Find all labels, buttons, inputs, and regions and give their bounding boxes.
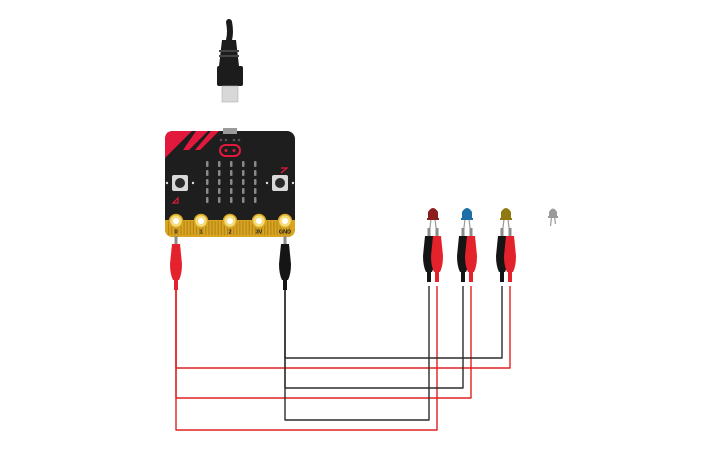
- matrix-led: [230, 179, 233, 185]
- pin-label: 0: [174, 230, 177, 236]
- matrix-led: [206, 197, 209, 203]
- alligator-clip-icon[interactable]: [504, 228, 516, 282]
- matrix-led: [254, 197, 257, 203]
- pin-label: 3V: [256, 230, 263, 236]
- matrix-led: [218, 179, 221, 185]
- matrix-led: [254, 161, 257, 167]
- wire-black-to-red-led[interactable]: [284, 286, 430, 421]
- led-matrix: [206, 161, 257, 203]
- matrix-led: [242, 188, 245, 194]
- matrix-led: [218, 197, 221, 203]
- matrix-led: [206, 188, 209, 194]
- matrix-led: [254, 188, 257, 194]
- matrix-led: [242, 179, 245, 185]
- wire-red-to-blue-led[interactable]: [175, 286, 472, 399]
- pin-label: 1: [199, 230, 202, 236]
- wires: [175, 286, 511, 431]
- button-b[interactable]: [265, 175, 295, 191]
- matrix-led: [242, 161, 245, 167]
- matrix-led: [242, 197, 245, 203]
- pin-pad-3v[interactable]: 3V: [251, 213, 267, 236]
- matrix-led: [218, 170, 221, 176]
- touch-logo-icon[interactable]: [219, 144, 241, 157]
- matrix-led: [254, 170, 257, 176]
- matrix-led: [206, 161, 209, 167]
- matrix-led: [218, 188, 221, 194]
- matrix-led: [230, 170, 233, 176]
- matrix-led: [218, 161, 221, 167]
- pin-pad-gnd[interactable]: GND: [277, 213, 293, 236]
- wire-red-to-yellow-led[interactable]: [175, 286, 511, 369]
- pin-label: 2: [228, 230, 231, 236]
- alligator-clip-icon[interactable]: [465, 228, 477, 282]
- microbit-board-icon[interactable]: 0 1 2 3V GND: [165, 128, 295, 237]
- matrix-led: [254, 179, 257, 185]
- matrix-led: [206, 179, 209, 185]
- led-icon[interactable]: [548, 208, 558, 227]
- led-icon[interactable]: [461, 208, 473, 237]
- pin-pad-0[interactable]: 0: [168, 213, 184, 236]
- pin-pad-2[interactable]: 2: [222, 213, 238, 236]
- button-a[interactable]: [165, 175, 195, 191]
- matrix-led: [230, 197, 233, 203]
- matrix-led: [242, 170, 245, 176]
- usb-cable-icon[interactable]: [217, 19, 243, 103]
- matrix-led: [206, 170, 209, 176]
- pin-pad-1[interactable]: 1: [193, 213, 209, 236]
- alligator-clip-icon[interactable]: [431, 228, 443, 282]
- wire-black-to-yellow-led[interactable]: [284, 286, 503, 359]
- pin-label: GND: [279, 230, 291, 236]
- matrix-led: [230, 188, 233, 194]
- alligator-clip-icon[interactable]: [170, 236, 182, 290]
- alligator-clip-icon[interactable]: [279, 236, 291, 290]
- matrix-led: [230, 161, 233, 167]
